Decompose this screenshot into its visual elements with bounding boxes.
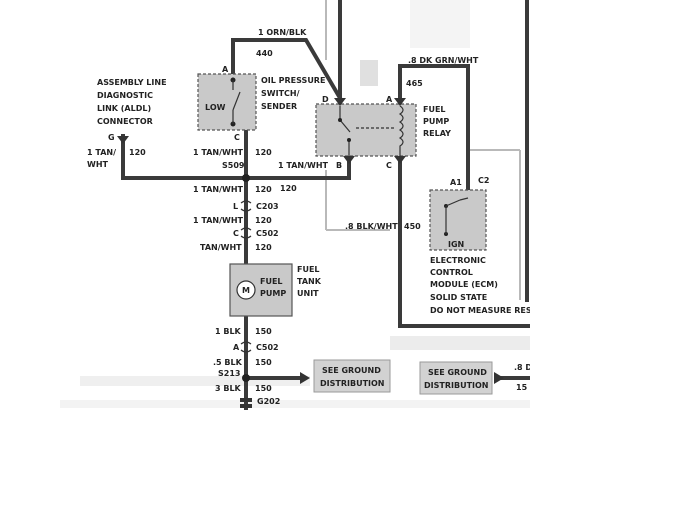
ecm-label-1: ELECTRONIC: [430, 256, 486, 265]
aldl-label-2: DIAGNOSTIC: [97, 91, 153, 100]
wire-3-blk: 3 BLK: [215, 384, 242, 393]
wire-1-blk: 1 BLK: [215, 327, 242, 336]
aldl-label-4: CONNECTOR: [97, 117, 153, 126]
motor-icon: M: [242, 286, 250, 295]
oil-pressure-switch: LOW A C OIL PRESSURE SWITCH/ SENDER: [197, 65, 325, 142]
ground-g202: G202: [257, 397, 280, 406]
wire-tan-wht-left-2: WHT: [87, 160, 109, 169]
wire-tan-wht-left: 1 TAN/: [87, 148, 116, 157]
wire-120-left: 120: [129, 148, 146, 157]
tank-unit-label-3: UNIT: [297, 289, 319, 298]
wire-150-b: 150: [255, 358, 272, 367]
connector-c502-a: C502: [256, 229, 279, 238]
wire-120-pump: 120: [255, 243, 272, 252]
oil-switch-pin-c: C: [234, 133, 240, 142]
wire-tan-wht-relay: 1 TAN/WHT: [278, 161, 329, 170]
ecm-solid-state: SOLID STATE: [430, 293, 487, 302]
aldl-label-1: ASSEMBLY LINE: [97, 78, 167, 87]
wire-dk-grn-wht: .8 DK GRN/WHT: [408, 56, 479, 65]
oil-switch-pin-a: A: [222, 65, 229, 74]
wire-tan-wht-pump: TAN/WHT: [200, 243, 242, 252]
ground-distribution-2: SEE GROUND DISTRIBUTION: [419, 361, 504, 395]
pin-a-502: A: [233, 343, 240, 352]
wire-labels: 1 ORN/BLK 440 .8 DK GRN/WHT 465 1 TAN/ W…: [87, 28, 532, 406]
ground-2-line-1: SEE GROUND: [428, 368, 487, 377]
ground-distribution-1: SEE GROUND DISTRIBUTION: [300, 359, 391, 393]
connector-c502-b: C502: [256, 343, 279, 352]
wire-465: 465: [406, 79, 423, 88]
wire-450: 450: [404, 222, 421, 231]
aldl-label-3: LINK (ALDL): [97, 104, 151, 113]
wire-tan-wht-mid: 1 TAN/WHT: [193, 185, 244, 194]
relay-label-3: RELAY: [423, 129, 451, 138]
ecm-pin-a1: A1: [450, 178, 462, 187]
fuel-pump-relay: D A B C FUEL PUMP RELAY: [315, 95, 451, 170]
wire-right-circuit: 15: [516, 383, 528, 392]
splice-points: [240, 174, 252, 408]
wire-tan-wht-switch: 1 TAN/WHT: [193, 148, 244, 157]
pump-label-1: FUEL: [260, 277, 283, 286]
pump-label-2: PUMP: [260, 289, 286, 298]
ground-1-line-1: SEE GROUND: [322, 366, 381, 375]
wire-5-blk: .5 BLK: [213, 358, 243, 367]
wire-440: 440: [256, 49, 273, 58]
oil-switch-label-1: OIL PRESSURE: [261, 76, 325, 85]
ecm-ign: IGN: [448, 240, 464, 249]
ecm-do-not-measure: DO NOT MEASURE RESI: [430, 306, 535, 315]
wire-120-mid-right: 120: [280, 184, 297, 193]
wire-tan-wht-mid-2: 1 TAN/WHT: [193, 216, 244, 225]
oil-switch-label-3: SENDER: [261, 102, 297, 111]
tank-unit-label-2: TANK: [297, 277, 322, 286]
connector-c203: C203: [256, 202, 279, 211]
wire-right-dk: .8 D: [514, 363, 532, 372]
relay-pin-a: A: [386, 95, 393, 104]
relay-label-1: FUEL: [423, 105, 446, 114]
ground-2-line-2: DISTRIBUTION: [424, 381, 489, 390]
wire-paths: [121, 0, 530, 410]
pin-l: L: [233, 202, 238, 211]
wire-blk-wht: .8 BLK/WHT: [345, 222, 398, 231]
ground-1-line-2: DISTRIBUTION: [320, 379, 385, 388]
wire-120-mid-2: 120: [255, 216, 272, 225]
bottom-blank-area: [0, 410, 692, 519]
wire-120-switch: 120: [255, 148, 272, 157]
relay-pin-b: B: [336, 161, 342, 170]
pin-c-203: C: [233, 229, 239, 238]
tank-unit-label-1: FUEL: [297, 265, 320, 274]
wire-orn-blk: 1 ORN/BLK: [258, 28, 307, 37]
relay-label-2: PUMP: [423, 117, 449, 126]
oil-switch-label-2: SWITCH/: [261, 89, 300, 98]
ecm: IGN A1 C2 ELECTRONIC CONTROL MODULE (ECM…: [429, 176, 535, 315]
relay-pin-d: D: [322, 95, 329, 104]
ecm-label-2: CONTROL: [430, 268, 473, 277]
ecm-label-3: MODULE (ECM): [430, 280, 498, 289]
aldl-connector: ASSEMBLY LINE DIAGNOSTIC LINK (ALDL) CON…: [97, 78, 167, 144]
relay-pin-c: C: [386, 161, 392, 170]
wire-150-a: 150: [255, 327, 272, 336]
splice-s509: S509: [222, 161, 245, 170]
oil-switch-low: LOW: [205, 103, 226, 112]
splice-s213: S213: [218, 369, 240, 378]
fuel-pump: M FUEL PUMP FUEL TANK UNIT: [229, 263, 322, 317]
aldl-pin-g: G: [108, 133, 115, 142]
wire-150-c: 150: [255, 384, 272, 393]
background-ghost-lines: [60, 0, 530, 408]
wire-120-mid: 120: [255, 185, 272, 194]
ecm-connector-c2: C2: [478, 176, 489, 185]
